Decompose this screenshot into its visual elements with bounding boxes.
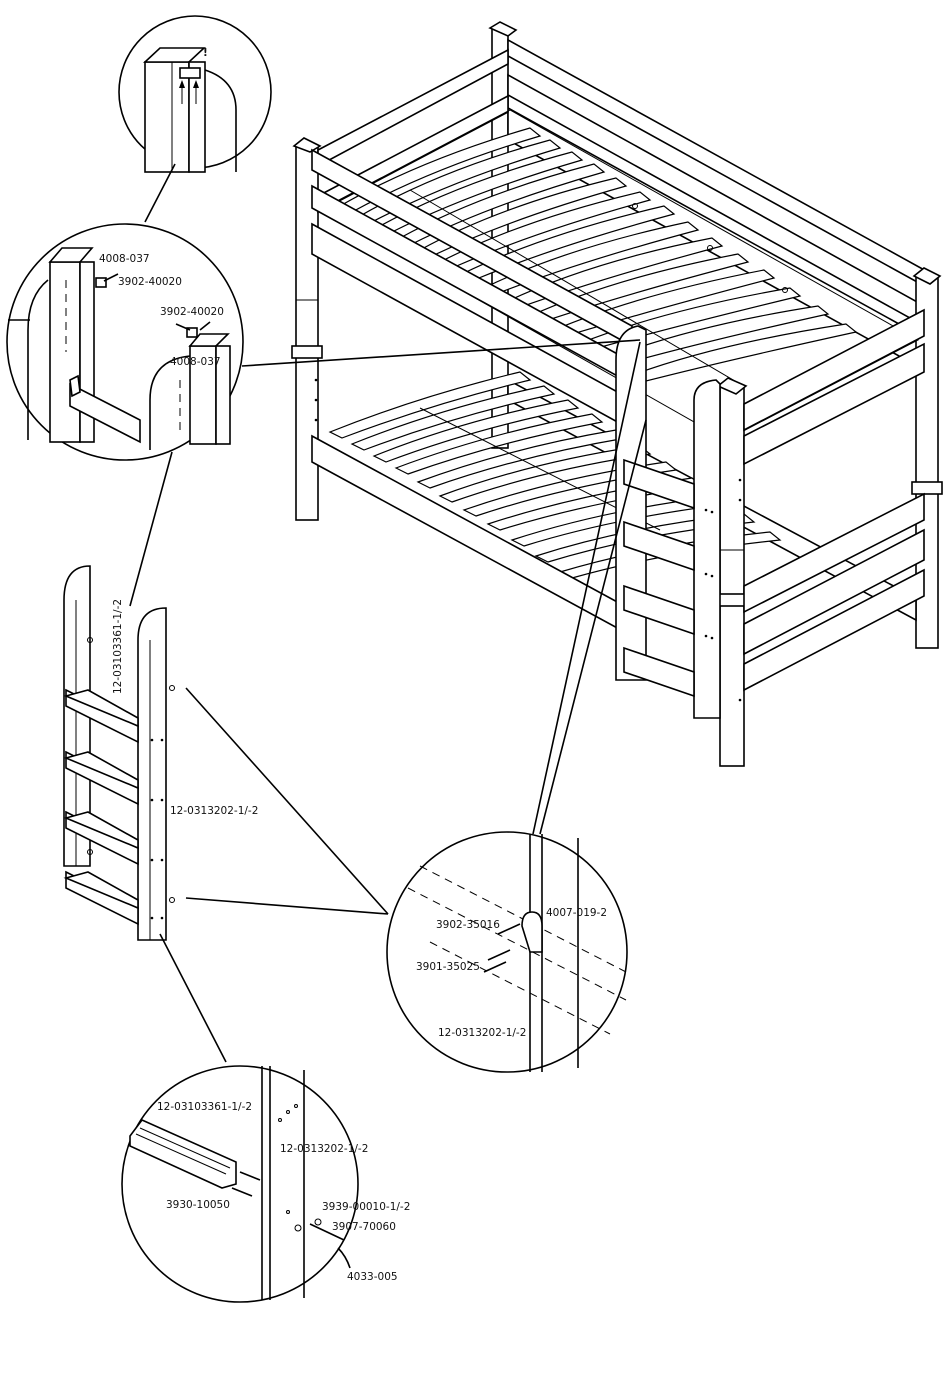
label-rung-part: 12-03103361-1/-2 xyxy=(157,1101,252,1113)
detail-post-top: ! xyxy=(119,16,271,222)
detail-rung-connection: 12-03103361-1/-2 12-0313202-1/-2 3930-10… xyxy=(122,1066,410,1302)
label-cap-upper: 4008-037 xyxy=(99,253,150,265)
bed-ladder xyxy=(616,326,720,718)
label-screw-lower: 3902-40020 xyxy=(160,306,224,318)
ladder-separate: 12-03103361-1/-2 12-0313202-1/-2 xyxy=(64,566,388,1062)
label-cam-nut: 3939-00010-1/-2 xyxy=(322,1201,410,1213)
label-ladder-side-left: 12-03103361-1/-2 xyxy=(112,599,124,694)
warning-mark: ! xyxy=(203,47,208,59)
label-ladder-rail-bracket: 12-0313202-1/-2 xyxy=(438,1027,526,1039)
back-upper-rails xyxy=(508,40,928,372)
bunk-bed xyxy=(292,22,942,766)
label-bracket-screw-2: 3901-35025 xyxy=(416,961,480,973)
label-dowel: 3930-10050 xyxy=(166,1199,230,1211)
label-bolt: 3907-70060 xyxy=(332,1221,396,1233)
label-screw-upper: 3902-40020 xyxy=(118,276,182,288)
label-ladder-side-right: 12-0313202-1/-2 xyxy=(170,805,258,817)
label-bracket-screw: 3902-35016 xyxy=(436,919,500,931)
right-end-rails xyxy=(744,310,924,690)
label-bracket: 4007-019-2 xyxy=(546,907,607,919)
label-rail-part: 12-0313202-1/-2 xyxy=(280,1143,368,1155)
label-cap-lower: 4008-037 xyxy=(170,356,221,368)
label-allen-key: 4033-005 xyxy=(347,1271,398,1283)
